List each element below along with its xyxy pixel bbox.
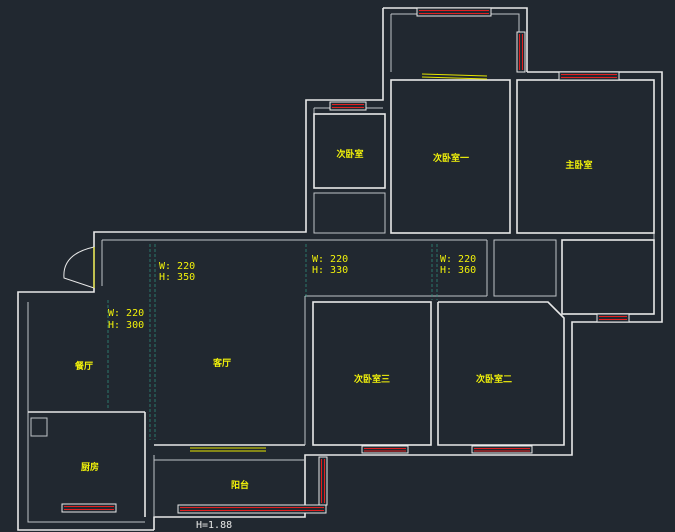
window-master (558, 71, 620, 81)
kitchen-flue (30, 417, 48, 437)
wall-left-inner (27, 302, 145, 523)
label-master-bedroom: 主卧室 (565, 159, 592, 171)
window-balcony-bottom (177, 504, 327, 514)
wall-bedroom-2 (437, 301, 565, 446)
wall-ensuite (561, 239, 655, 315)
wall-right-inner (597, 80, 655, 315)
door-living-balcony (190, 447, 266, 452)
label-kitchen: 厨房 (81, 461, 99, 473)
dim-dining-w: W: 220 (108, 308, 144, 319)
window-kitchen (61, 503, 117, 513)
label-living: 客厅 (212, 357, 231, 369)
wall-master-bedroom (516, 79, 655, 234)
dimension-labels: W: 220 H: 350 W: 220 H: 300 W: 220 H: 33… (108, 254, 476, 331)
window-balcony-right (318, 456, 328, 506)
dim-living-top-h: H: 350 (159, 272, 195, 283)
label-balcony: 阳台 (231, 479, 249, 491)
dim-corridor-right-w: W: 220 (440, 254, 476, 265)
wall-closet (313, 192, 386, 234)
door-entrance (63, 246, 95, 289)
doors (63, 73, 488, 452)
wall-bath (493, 239, 557, 297)
wall-right-outline (153, 71, 663, 530)
window-small-bedroom (329, 101, 367, 111)
window-top-right (516, 31, 526, 73)
label-secondary-bedroom-2: 次卧室二 (476, 373, 512, 385)
dimension-guides (107, 244, 438, 440)
window-bedroom-2 (471, 445, 533, 454)
interior-walls (28, 79, 655, 517)
window-bedroom-3 (361, 445, 409, 454)
window-top (416, 7, 492, 17)
wall-bedroom-3 (312, 301, 432, 446)
label-dining: 餐厅 (74, 360, 93, 372)
wall-small-bedroom (313, 113, 386, 189)
dim-corridor-mid-h: H: 330 (312, 265, 348, 276)
label-secondary-bedroom-small: 次卧室 (336, 148, 363, 160)
label-secondary-bedroom-1: 次卧室一 (433, 152, 469, 164)
wall-top-block (383, 7, 528, 72)
door-bedroom-1-top (421, 73, 488, 80)
wall-top-inner (391, 13, 520, 72)
dim-corridor-mid-w: W: 220 (312, 254, 348, 265)
dim-living-top-w: W: 220 (159, 261, 195, 272)
height-note: H=1.88 (196, 520, 232, 531)
label-secondary-bedroom-3: 次卧室三 (354, 373, 390, 385)
room-labels: 次卧室 次卧室一 主卧室 餐厅 客厅 次卧室三 次卧室二 厨房 阳台 (74, 148, 593, 491)
dim-dining-h: H: 300 (108, 320, 144, 331)
dim-corridor-right-h: H: 360 (440, 265, 476, 276)
windows (61, 7, 630, 514)
window-ensuite (596, 313, 630, 323)
wall-left-outline (17, 8, 384, 531)
wall-bedroom-1 (390, 79, 511, 234)
